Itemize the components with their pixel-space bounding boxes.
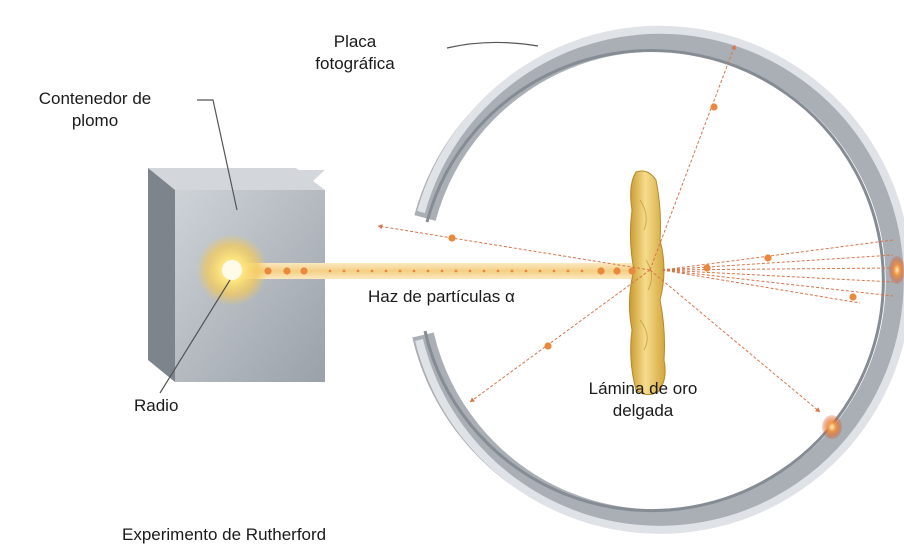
trajectory-up-arrow <box>731 45 736 50</box>
label-radio: Radio <box>134 396 179 415</box>
label-lamina: Lámina de oro delgada <box>578 378 708 422</box>
beam-particle-3 <box>300 267 308 275</box>
beam-dot <box>496 269 500 273</box>
plate-outer-face <box>415 25 904 534</box>
beam-dot <box>370 269 374 273</box>
label-contenedor-line1: Contenedor de <box>38 89 152 108</box>
plate-edge <box>423 49 885 513</box>
trajectory-down-right-arrow <box>815 407 820 412</box>
radium-source <box>222 260 242 280</box>
caption: Experimento de Rutherford <box>122 525 327 544</box>
impact-forward <box>889 256 904 284</box>
particle-back-upper <box>448 234 456 242</box>
label-placa-line2: fotográfica <box>315 54 395 73</box>
label-contenedor-line2: plomo <box>71 111 119 130</box>
pointer-placa <box>446 41 539 49</box>
beam-particle-1 <box>264 267 272 275</box>
trajectory-forward-4 <box>661 269 894 283</box>
beam-dot <box>524 269 528 273</box>
beam-dot <box>398 269 402 273</box>
gold-foil <box>628 170 666 396</box>
beam-dot <box>482 269 486 273</box>
trajectory-forward-5 <box>661 269 894 297</box>
beam-dot <box>510 269 514 273</box>
label-contenedor: Contenedor de plomo <box>20 88 170 132</box>
beam-dot <box>454 269 458 273</box>
trajectory-back-upper <box>377 225 651 271</box>
plate-inner-face <box>412 29 904 532</box>
particle-forward-3 <box>849 293 857 301</box>
label-lamina-line2: delgada <box>612 401 674 420</box>
box-side <box>148 168 175 382</box>
beam-dot <box>566 269 570 273</box>
particle-forward-1 <box>703 264 711 272</box>
alpha-particles <box>264 103 857 350</box>
label-haz: Haz de partículas α <box>368 287 515 306</box>
trajectory-forward-2 <box>661 254 894 271</box>
beam-dot <box>356 269 360 273</box>
trajectory-forward-6 <box>661 269 861 304</box>
pointer-radio <box>159 279 231 394</box>
beam-dot <box>468 269 472 273</box>
impact-spots <box>822 256 904 439</box>
beam-dot <box>412 269 416 273</box>
beam-dot <box>552 269 556 273</box>
label-lamina-line1: Lámina de oro <box>588 379 698 398</box>
box-top-face <box>148 168 325 190</box>
beam-particle-4 <box>597 267 605 275</box>
trajectory-down-right <box>649 269 821 413</box>
trajectories <box>377 44 894 413</box>
foil-shape <box>628 170 666 396</box>
particle-up <box>710 103 718 111</box>
trajectory-forward-3 <box>661 267 894 271</box>
trajectory-back-lower-arrow <box>470 397 475 402</box>
beam-dot <box>580 269 584 273</box>
label-placa: Placa fotográfica <box>300 31 410 75</box>
beam-dot <box>384 269 388 273</box>
label-placa-line1: Placa <box>333 32 377 51</box>
pointer-contenedor <box>197 99 238 211</box>
particle-forward-2 <box>764 254 772 262</box>
beam-column <box>230 263 650 279</box>
pointer-lines <box>159 41 539 394</box>
beam-particle-2 <box>283 267 291 275</box>
beam-dot <box>426 269 430 273</box>
beam-particle-5 <box>613 267 621 275</box>
beam-dot <box>538 269 542 273</box>
alpha-beam <box>196 234 650 306</box>
beam-dot <box>440 269 444 273</box>
trajectory-up <box>649 44 736 271</box>
beam-dot <box>342 269 346 273</box>
particle-back-lower <box>544 342 552 350</box>
beam-particle-6 <box>628 267 636 275</box>
trajectory-back-lower <box>469 269 651 403</box>
trajectory-back-upper-arrow <box>378 224 383 230</box>
beam-dot <box>328 269 332 273</box>
impact-lower-right <box>822 415 842 439</box>
foil-texture <box>639 199 652 351</box>
photographic-plate <box>412 25 904 534</box>
trajectory-forward-1 <box>661 239 894 271</box>
